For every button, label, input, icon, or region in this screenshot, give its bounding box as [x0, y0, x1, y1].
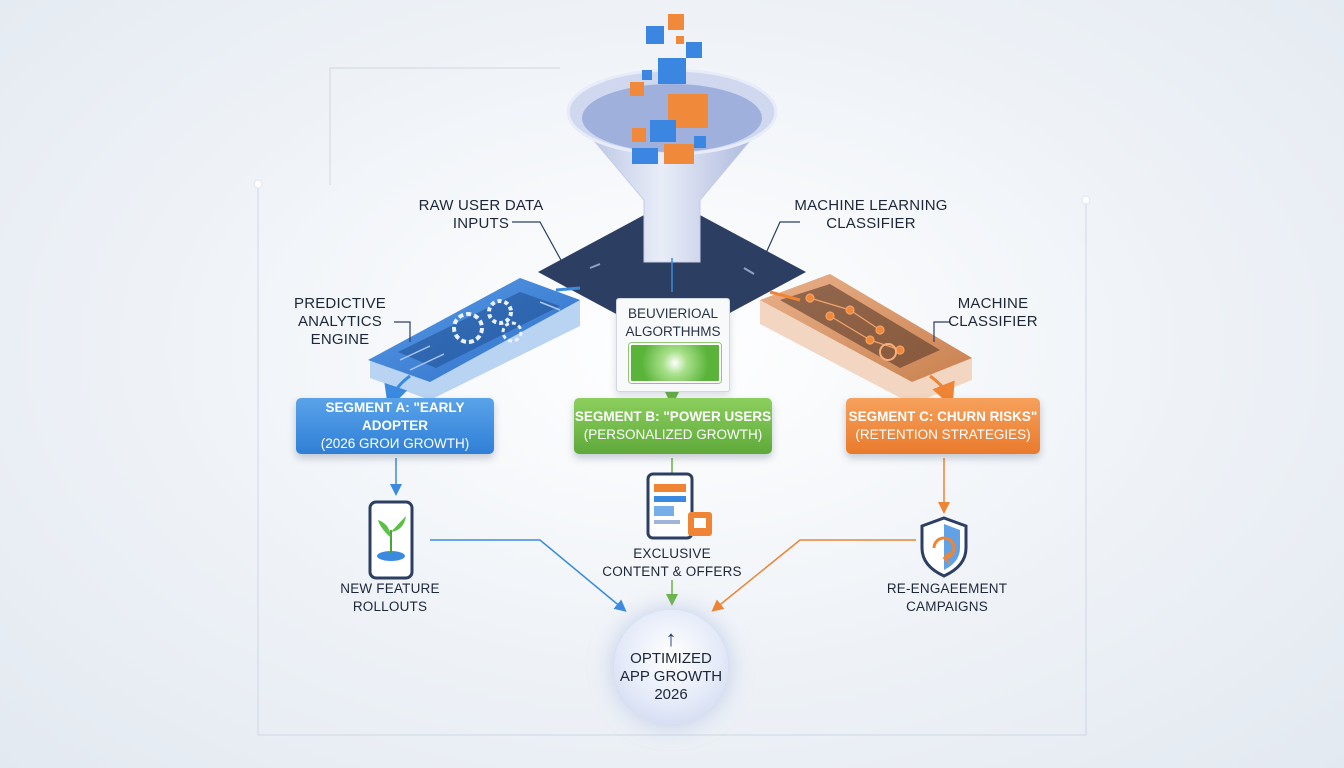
segment-b-title: SEGMENT B: "POWER USERS	[574, 409, 772, 424]
segment-a-title: SEGMENT A: "EARLY ADOPTER	[325, 400, 465, 433]
phone-plant-icon	[368, 500, 414, 580]
segment-b-subtitle: (PERSONALIZED GROWTH)	[583, 427, 763, 442]
behavioral-algorithms-label: BEUVIERIOAL ALGORTHHMS	[625, 306, 721, 339]
outcome-reengagement-label: RE-ENGAEEMENT CAMPAIGNS	[886, 581, 1008, 614]
segment-a: SEGMENT A: "EARLY ADOPTER (2026 GROИ GRO…	[296, 398, 494, 454]
segment-c-title: SEGMENT C: CHURN RISKS"	[848, 409, 1038, 424]
machine-classifier-card	[760, 274, 972, 404]
segment-b: SEGMENT B: "POWER USERS (PERSONALIZED GR…	[574, 398, 772, 454]
predictive-engine-card	[368, 278, 580, 400]
shield-refresh-icon	[920, 516, 968, 578]
tablet-offer-icon	[646, 472, 712, 540]
frame-lines	[253, 67, 1091, 736]
segment-a-subtitle: (2026 GROИ GROWTH)	[320, 436, 470, 451]
label-pointers	[394, 221, 950, 342]
behavioral-algorithms-box: BEUVIERIOAL ALGORTHHMS	[616, 298, 730, 392]
segment-c-subtitle: (RETENTION STRATEGIES)	[855, 427, 1031, 442]
goal-label: OPTIMIZED APP GROWTH 2026	[619, 650, 723, 703]
segment-c: SEGMENT C: CHURN RISKS" (RETENTION STRAT…	[846, 398, 1040, 454]
ml-classifier-label: MACHINE LEARNING CLASSIFIER	[794, 197, 948, 232]
goal-circle: ↑ OPTIMIZED APP GROWTH 2026	[614, 610, 728, 724]
up-arrow-icon: ↑	[665, 626, 677, 651]
raw-data-label: RAW USER DATA INPUTS	[418, 197, 544, 232]
outcome-new-feature-label: NEW FEATURE ROLLOUTS	[340, 581, 440, 614]
data-cubes-icon	[630, 14, 708, 164]
machine-classifier-label: MACHINE CLASSIFIER	[948, 295, 1038, 330]
predictive-engine-label: PREDICTIVE ANALYTICS ENGINE	[293, 295, 386, 348]
outcome-exclusive-content-label: EXCLUSIVE CONTENT & OFFERS	[602, 546, 742, 579]
swirl-icon	[629, 343, 721, 383]
